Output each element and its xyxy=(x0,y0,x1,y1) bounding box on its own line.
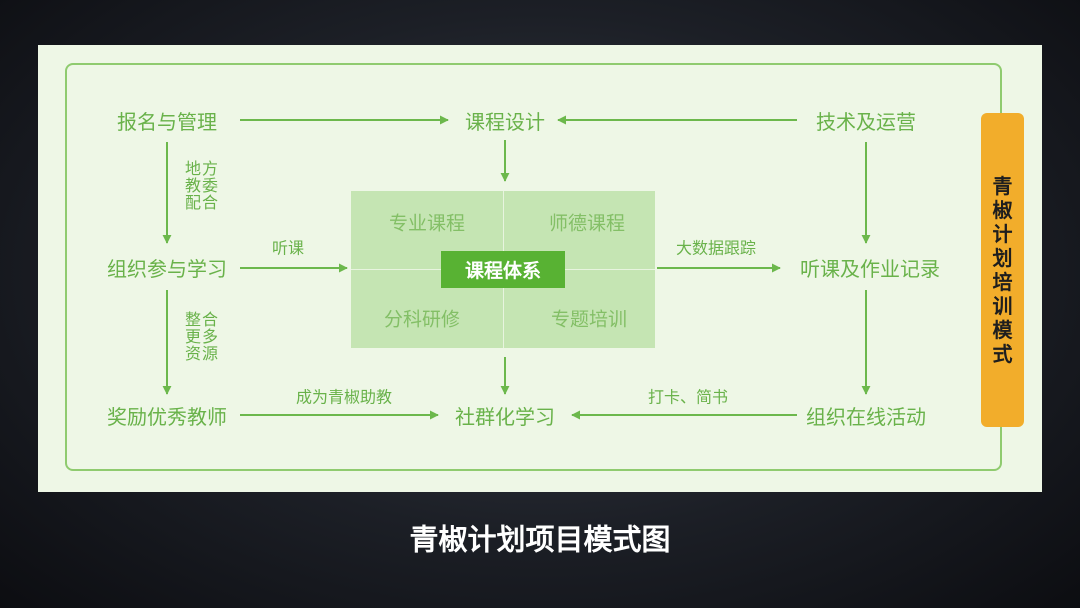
training-mode-banner: 青椒计划培训模式 xyxy=(981,113,1024,427)
node-listen-homework-record: 听课及作业记录 xyxy=(800,257,940,281)
edge-label-local-edu: 地方教委配合 xyxy=(184,158,219,212)
edge-label-listen: 听课 xyxy=(271,238,305,258)
node-signup-management: 报名与管理 xyxy=(117,110,217,134)
node-organize-learning: 组织参与学习 xyxy=(107,257,227,281)
quadrant-ethics-courses: 师德课程 xyxy=(548,212,626,235)
quadrant-special-training: 专题培训 xyxy=(550,308,628,331)
figure-caption: 青椒计划项目模式图 xyxy=(409,522,671,557)
course-system-title: 课程体系 xyxy=(441,251,565,288)
edge-label-become-assistant: 成为青椒助教 xyxy=(295,387,393,407)
edge-label-big-data: 大数据跟踪 xyxy=(675,238,757,258)
node-organize-online: 组织在线活动 xyxy=(806,405,926,429)
node-reward-teachers: 奖励优秀教师 xyxy=(107,405,227,429)
diagram-slide: 报名与管理 课程设计 技术及运营 组织参与学习 听课及作业记录 奖励优秀教师 社… xyxy=(38,45,1042,492)
node-course-design: 课程设计 xyxy=(465,110,545,134)
node-community-learning: 社群化学习 xyxy=(455,405,555,429)
training-mode-banner-text: 青椒计划培训模式 xyxy=(992,174,1013,366)
edge-label-integrate-resources: 整合更多资源 xyxy=(184,309,219,363)
edge-label-checkin-brief: 打卡、简书 xyxy=(647,387,729,407)
quadrant-professional-courses: 专业课程 xyxy=(388,212,466,235)
quadrant-subject-study: 分科研修 xyxy=(383,308,461,331)
course-system-box: 专业课程 师德课程 分科研修 专题培训 课程体系 xyxy=(351,191,655,348)
node-tech-operations: 技术及运营 xyxy=(816,110,916,134)
